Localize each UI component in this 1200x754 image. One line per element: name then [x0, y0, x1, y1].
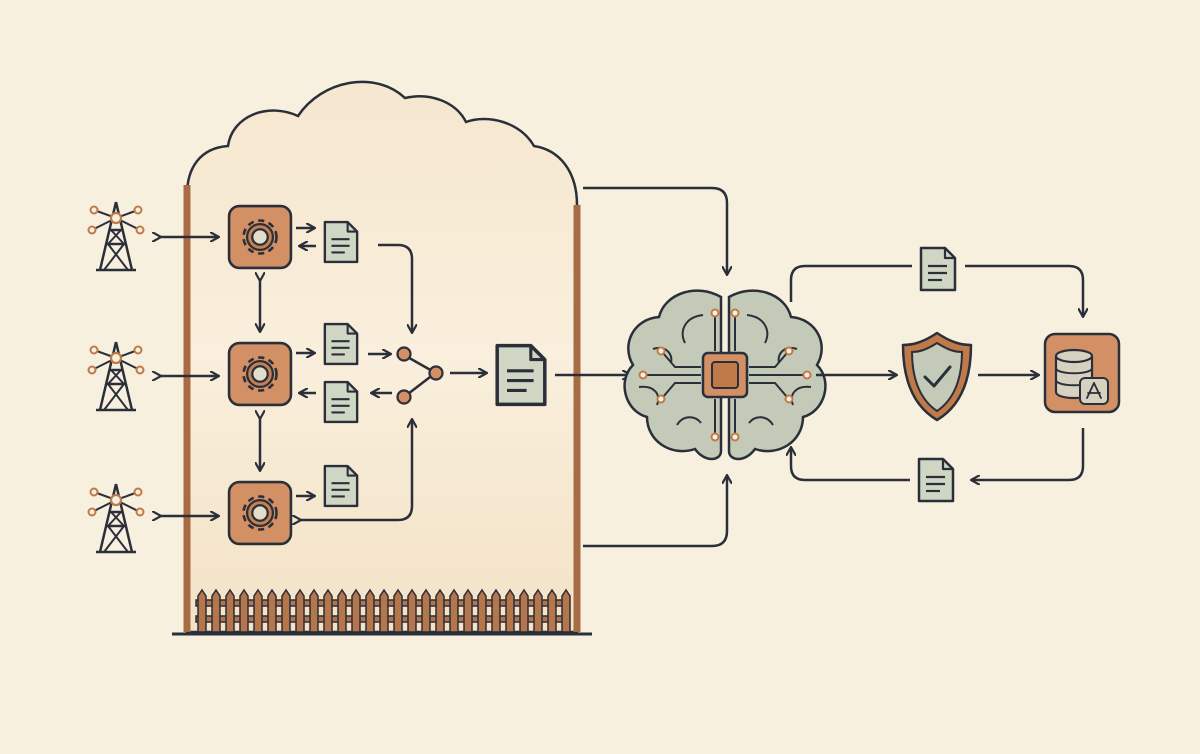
transmission-tower-icon: [87, 340, 145, 412]
fence-picket: [547, 588, 557, 633]
fence-picket: [211, 588, 221, 633]
fence-icon: [195, 588, 571, 633]
fence-picket: [253, 588, 263, 633]
fence-picket: [267, 588, 277, 633]
fence-picket: [239, 588, 249, 633]
document-icon: [323, 464, 359, 508]
tower-gear-links: [160, 237, 218, 516]
fence-picket: [309, 588, 319, 633]
aggregated-report-document-icon: [495, 343, 547, 407]
transmission-tower-icon: [87, 200, 145, 272]
fence-picket: [379, 588, 389, 633]
document-icon: [919, 246, 957, 292]
fence-picket: [393, 588, 403, 633]
aggregation-flows: [300, 243, 486, 520]
fence-picket: [197, 588, 207, 633]
gear-icon: [227, 341, 293, 407]
fence-picket: [365, 588, 375, 633]
fence-picket: [351, 588, 361, 633]
database-app-icon: [1043, 332, 1121, 414]
fence-picket: [533, 588, 543, 633]
document-icon: [323, 220, 359, 264]
fence-picket: [281, 588, 291, 633]
transmission-tower-icon: [87, 482, 145, 554]
fence-picket: [435, 588, 445, 633]
document-icon: [917, 457, 955, 503]
feedback-loop: [791, 264, 1083, 480]
share-node-icon: [396, 346, 444, 405]
fence-picket: [337, 588, 347, 633]
document-icon: [323, 322, 359, 366]
shield-check-icon: [901, 331, 973, 422]
fence-picket: [463, 588, 473, 633]
fence-picket: [225, 588, 235, 633]
brain-chip-icon: [623, 289, 827, 461]
document-icon: [323, 380, 359, 424]
upload-flows: [555, 186, 727, 548]
fence-picket: [519, 588, 529, 633]
fence-picket: [449, 588, 459, 633]
fence-picket: [295, 588, 305, 633]
gear-icon: [227, 480, 293, 546]
fence-picket: [491, 588, 501, 633]
fence-picket: [477, 588, 487, 633]
fence-picket: [561, 588, 571, 633]
fence-picket: [421, 588, 431, 633]
fence-picket: [407, 588, 417, 633]
gear-icon: [227, 204, 293, 270]
fence-picket: [323, 588, 333, 633]
fence-picket: [505, 588, 515, 633]
